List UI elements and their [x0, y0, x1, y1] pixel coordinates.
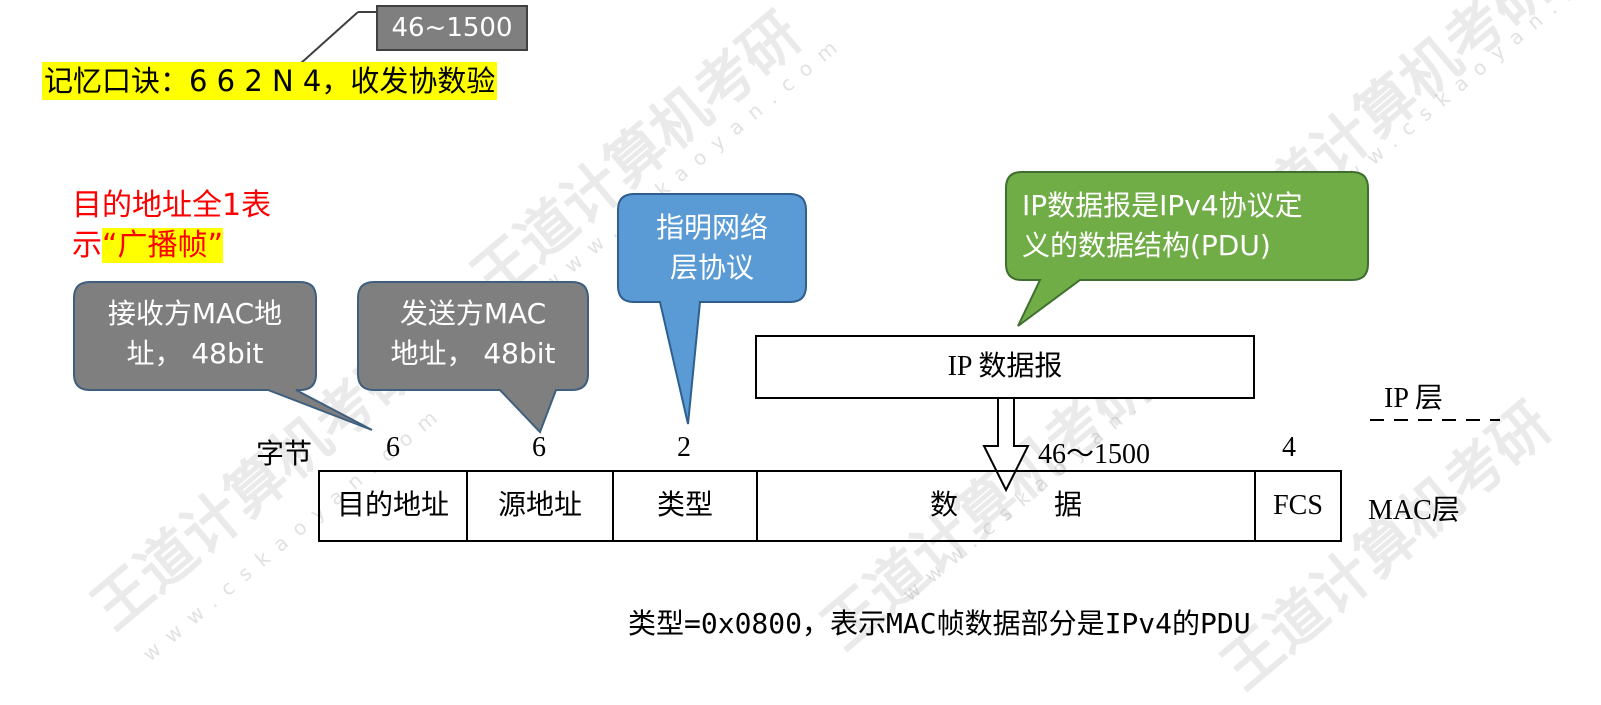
- src-mac-callout-line1: 发送方MAC: [399, 297, 547, 330]
- broadcast-note-highlight: “广播帧”: [102, 228, 224, 263]
- encapsulation-arrow: [982, 397, 1030, 493]
- broadcast-note: 目的地址全1表 示“广播帧”: [72, 186, 271, 266]
- ip-pdu-callout-line2: 义的数据结构(PDU): [1022, 229, 1271, 262]
- src-mac-callout-line2: 地址， 48bit: [390, 337, 556, 370]
- type-protocol-callout: 指明网络 层协议: [620, 208, 804, 288]
- type-protocol-callout-line1: 指明网络: [655, 211, 768, 244]
- type-note: 类型=0x0800，表示MAC帧数据部分是IPv4的PDU: [628, 607, 1251, 640]
- dest-mac-callout-line1: 接收方MAC地: [107, 297, 283, 330]
- ip-pdu-callout-line1: IP数据报是IPv4协议定: [1022, 189, 1303, 222]
- type-callout-shape: [617, 193, 807, 425]
- byte-size-fcs: 4: [1282, 432, 1296, 463]
- field-fcs: FCS: [1273, 490, 1323, 521]
- ip-datagram-box: [755, 335, 1255, 399]
- dest-mac-callout: 接收方MAC地 址， 48bit: [76, 294, 314, 374]
- field-src-address: 源地址: [468, 472, 614, 540]
- dest-mac-callout-line2: 址， 48bit: [126, 337, 264, 370]
- broadcast-note-prefix: 示: [72, 228, 102, 263]
- byte-size-data: 46～1500: [1038, 439, 1151, 470]
- top-size-box: 46~1500: [376, 5, 528, 51]
- broadcast-note-line1: 目的地址全1表: [72, 188, 272, 223]
- broadcast-note-line2: 示“广播帧”: [72, 226, 271, 266]
- ip-datagram-label: IP 数据报: [947, 351, 1063, 382]
- src-mac-callout-shape: [357, 281, 589, 434]
- field-dest-address: 目的地址: [320, 472, 468, 540]
- diagram-shapes: [73, 11, 1500, 493]
- mnemonic-text: 记忆口诀：6 6 2 N 4，收发协数验: [42, 62, 498, 100]
- ip-layer-label: IP 层: [1384, 383, 1443, 414]
- ip-pdu-callout-shape: [1005, 171, 1369, 327]
- field-data-char1: 数: [930, 490, 959, 521]
- field-type: 类型: [614, 472, 758, 540]
- byte-row-label: 字节: [256, 439, 313, 470]
- byte-size-dest: 6: [386, 432, 400, 463]
- ip-pdu-callout: IP数据报是IPv4协议定 义的数据结构(PDU): [1008, 186, 1366, 266]
- field-data-char2: 据: [1054, 490, 1083, 521]
- byte-size-type: 2: [677, 432, 691, 463]
- src-mac-callout: 发送方MAC 地址， 48bit: [360, 294, 586, 374]
- type-protocol-callout-line2: 层协议: [669, 251, 754, 284]
- mac-layer-label: MAC层: [1368, 495, 1460, 526]
- dest-mac-callout-shape: [73, 281, 373, 431]
- byte-size-src: 6: [532, 432, 546, 463]
- field-data: 数 据: [758, 472, 1256, 540]
- mac-frame: 目的地址 源地址 类型 数 据 FCS: [318, 470, 1342, 542]
